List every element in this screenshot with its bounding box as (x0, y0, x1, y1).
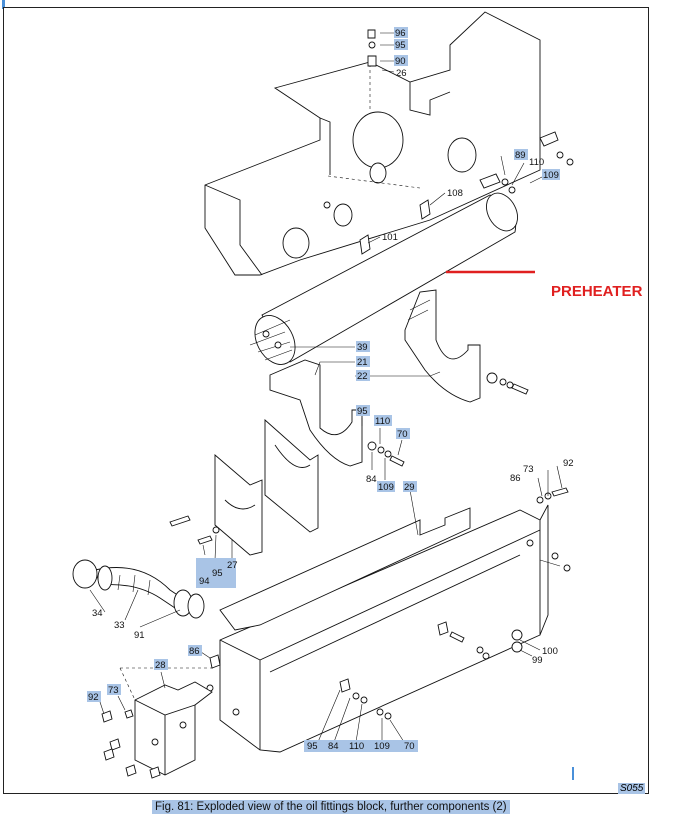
clips-108-101 (359, 199, 431, 255)
callout-label: 99 (532, 655, 543, 666)
callout-label: 29 (404, 482, 415, 493)
flex-hose-33 (72, 559, 205, 619)
oil-fittings-housing (219, 504, 561, 753)
callout-label: 91 (134, 630, 145, 641)
callout-label: 110 (529, 157, 544, 168)
callout-label: 109 (378, 482, 394, 493)
callout-label: 100 (542, 646, 558, 657)
top-cover-panel (204, 11, 541, 276)
callout-label: 86 (510, 473, 521, 484)
callout-label: 86 (189, 646, 200, 657)
callout-label: 108 (447, 188, 463, 199)
callout-label: 89 (515, 150, 526, 161)
bolts-84-109-70 (367, 441, 405, 467)
cover-screws (101, 709, 161, 779)
margin-marker (572, 767, 574, 780)
callout-label: 26 (396, 68, 407, 79)
preheater-cylinder (249, 192, 518, 365)
callout-label: 95 (307, 741, 318, 752)
callout-label: 34 (92, 608, 103, 619)
callout-label: 96 (395, 28, 406, 39)
callout-label: 110 (375, 416, 390, 427)
callout-label: 95 (395, 40, 406, 51)
callout-labels: 96 95 90 26 89 110 109 108 101 39 21 22 … (87, 27, 574, 752)
callout-label: 70 (404, 741, 415, 752)
callout-label: 22 (357, 371, 368, 382)
bolts-right-of-22 (486, 372, 529, 395)
callout-label: 84 (328, 741, 339, 752)
housing-fasteners (206, 487, 571, 720)
callout-label: 92 (563, 458, 574, 469)
callout-label: 73 (108, 685, 119, 696)
callout-label: 70 (397, 429, 408, 440)
drawing-code: S055 (618, 783, 646, 794)
page-top-marker (2, 0, 5, 9)
screws-94-95 (169, 515, 220, 545)
callout-label: 90 (395, 56, 406, 67)
bolts-89-110-109 (479, 131, 574, 194)
callout-label: 95 (357, 406, 368, 417)
figure-caption: Fig. 81: Exploded view of the oil fittin… (152, 800, 510, 814)
bracket-22 (404, 289, 481, 403)
callout-label: 84 (366, 474, 377, 485)
callout-label: 28 (155, 660, 166, 671)
callout-label: 95 (212, 568, 223, 579)
callout-label: 109 (374, 741, 390, 752)
callout-label: 21 (357, 357, 368, 368)
support-plates-27 (214, 418, 319, 556)
callout-label: 110 (349, 741, 364, 752)
callout-label: 27 (227, 560, 238, 571)
callout-label: 39 (357, 342, 368, 353)
callout-label: 109 (543, 170, 559, 181)
callout-label: 94 (199, 576, 210, 587)
leader-lines (89, 32, 563, 743)
callout-label: 92 (88, 692, 99, 703)
cover-box-28 (134, 681, 213, 776)
top-screws-96-95-90 (367, 29, 377, 67)
callout-label: 73 (523, 464, 534, 475)
preheater-annotation: PREHEATER (551, 283, 643, 300)
callout-label: 33 (114, 620, 125, 631)
callout-label: 101 (382, 232, 398, 243)
